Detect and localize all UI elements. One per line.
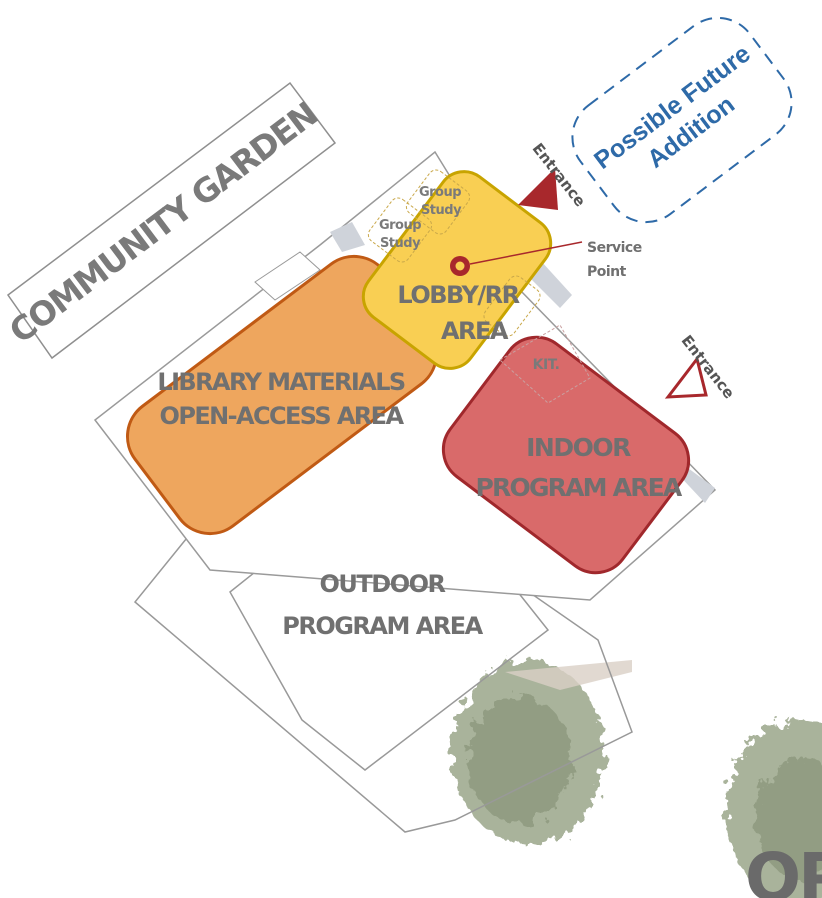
group-study-2-label-2: Study	[421, 203, 462, 218]
lobby-label-2: AREA	[441, 317, 509, 345]
indoor-label-1: INDOOR	[526, 433, 631, 462]
gray-strip	[330, 222, 365, 252]
kitchen-outline	[499, 324, 591, 404]
library-label-2: OPEN-ACCESS AREA	[160, 402, 405, 430]
service-point-label-2: Point	[587, 264, 627, 280]
service-point-marker: Service Point	[450, 240, 642, 280]
future-addition-zone: Possible Future Addition	[571, 16, 793, 224]
service-point-label-1: Service	[587, 240, 642, 256]
kitchen-label: KIT.	[533, 357, 560, 373]
outdoor-label-1: OUTDOOR	[320, 570, 446, 598]
group-study-2-label-1: Group	[419, 185, 461, 200]
cropped-label: OP	[745, 839, 822, 898]
group-study-1-label-2: Study	[380, 236, 421, 251]
gray-strip	[254, 251, 321, 301]
lobby-label-1: LOBBY/RR	[397, 281, 519, 309]
tree-icon	[726, 720, 822, 898]
entrance-right-marker: Entrance	[664, 332, 738, 402]
tree-icon	[452, 660, 604, 844]
entrance-arrow-icon	[664, 355, 708, 399]
group-study-1-label-1: Group	[379, 218, 421, 233]
paving-patch	[505, 660, 632, 690]
entrance-arrow-icon	[518, 168, 558, 210]
library-label-1: LIBRARY MATERIALS	[157, 368, 405, 396]
library-materials-zone: LIBRARY MATERIALS OPEN-ACCESS AREA	[125, 254, 439, 536]
entrance-top-marker: Entrance	[518, 140, 589, 210]
indoor-program-zone: KIT. INDOOR PROGRAM AREA	[441, 324, 691, 575]
outdoor-label-2: PROGRAM AREA	[282, 612, 483, 640]
indoor-label-2: PROGRAM AREA	[476, 473, 683, 502]
